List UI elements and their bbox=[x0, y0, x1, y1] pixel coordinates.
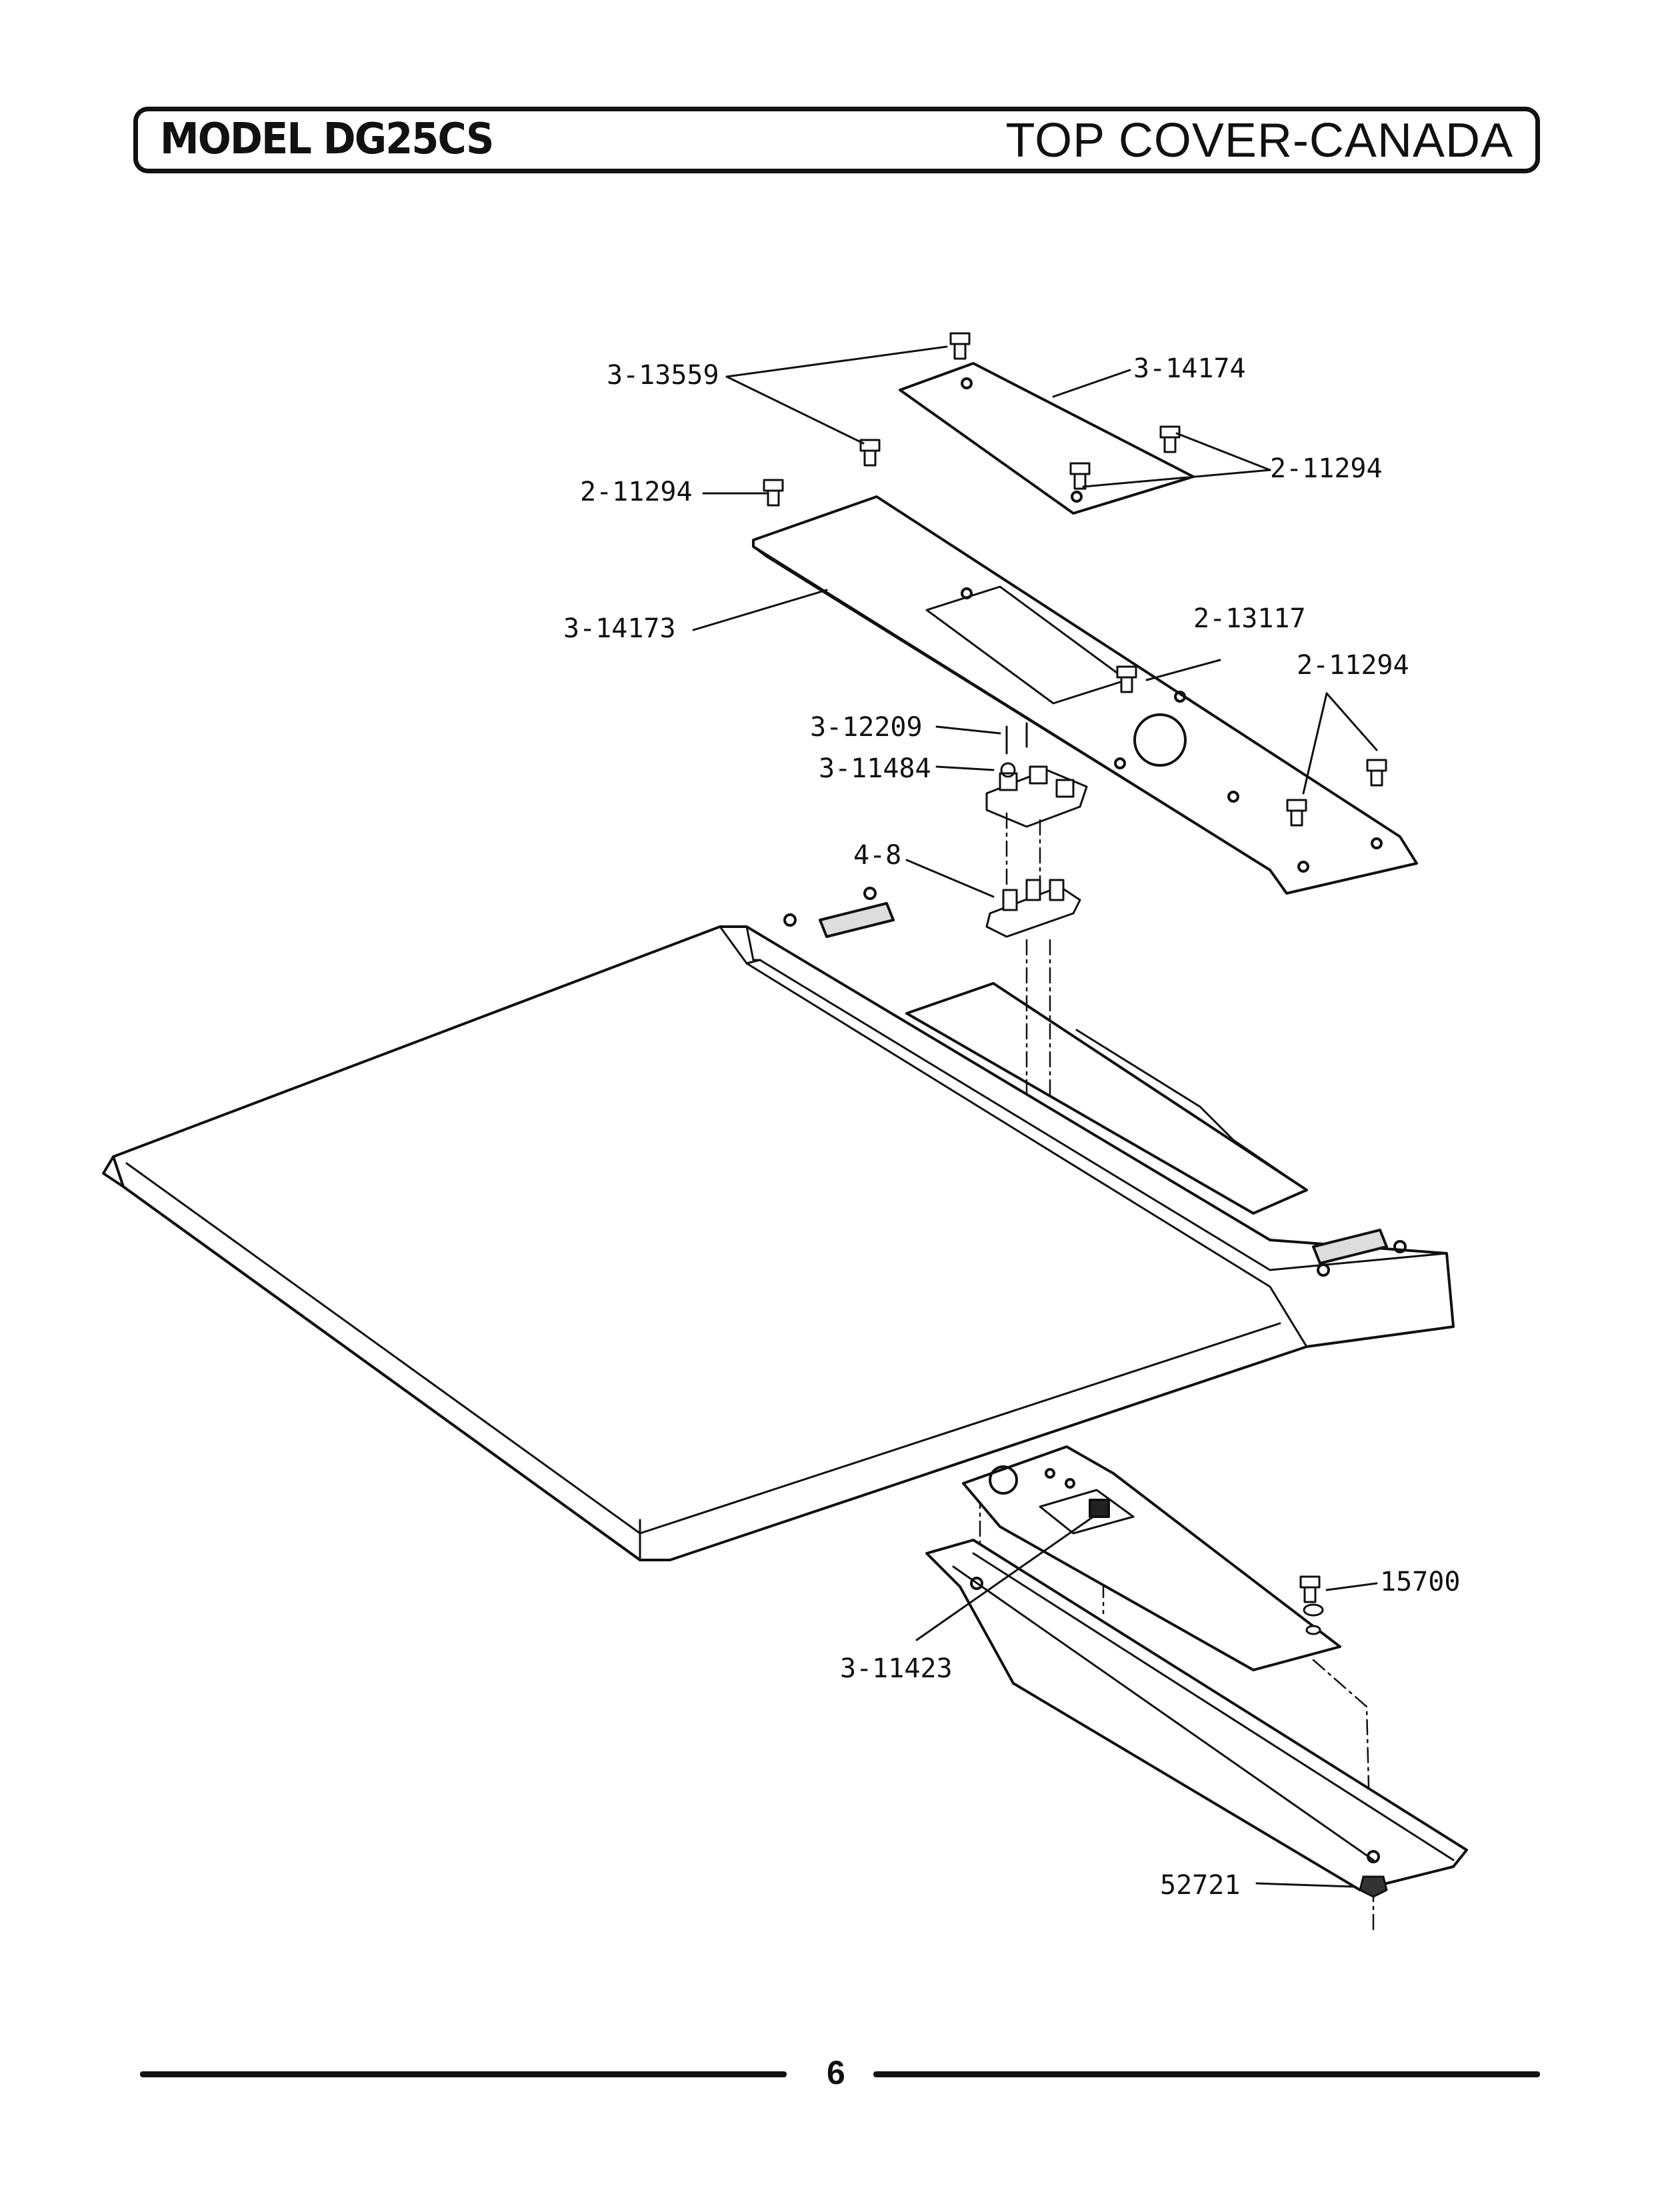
label-3-13559: 3-13559 bbox=[607, 360, 719, 391]
header-frame bbox=[133, 107, 1540, 173]
cover-plate bbox=[899, 362, 1195, 515]
label-4-8: 4-8 bbox=[853, 840, 902, 871]
terminal-block bbox=[985, 722, 1088, 828]
top-cover bbox=[102, 887, 1455, 1561]
label-2-11294-lower: 2-11294 bbox=[1297, 650, 1409, 681]
leader-lines bbox=[692, 345, 1378, 1888]
label-3-11423: 3-11423 bbox=[840, 1653, 953, 1684]
label-2-11294-left: 2-11294 bbox=[580, 477, 693, 507]
model-title: MODEL DG25CS bbox=[160, 115, 494, 164]
page-number: 6 bbox=[827, 2054, 845, 2091]
label-3-11484: 3-11484 bbox=[819, 753, 931, 784]
footer-rule-left bbox=[140, 2071, 787, 2077]
section-title: TOP COVER-CANADA bbox=[1005, 114, 1513, 167]
label-3-12209: 3-12209 bbox=[810, 712, 923, 743]
label-2-11294-right: 2-11294 bbox=[1270, 453, 1383, 484]
screws bbox=[763, 332, 1387, 1603]
label-3-14174: 3-14174 bbox=[1133, 353, 1246, 384]
footer-rule-right bbox=[873, 2071, 1540, 2077]
label-3-14173: 3-14173 bbox=[563, 613, 676, 644]
label-15700: 15700 bbox=[1380, 1567, 1461, 1597]
label-52721: 52721 bbox=[1160, 1870, 1241, 1901]
washer-and-nut bbox=[1303, 1603, 1388, 1898]
rear-bracket bbox=[962, 1445, 1341, 1671]
backsplash-panel bbox=[752, 495, 1418, 895]
label-2-13117: 2-13117 bbox=[1193, 603, 1306, 634]
bottom-rail bbox=[925, 1539, 1468, 1891]
terminal-block-4-8 bbox=[985, 879, 1081, 938]
